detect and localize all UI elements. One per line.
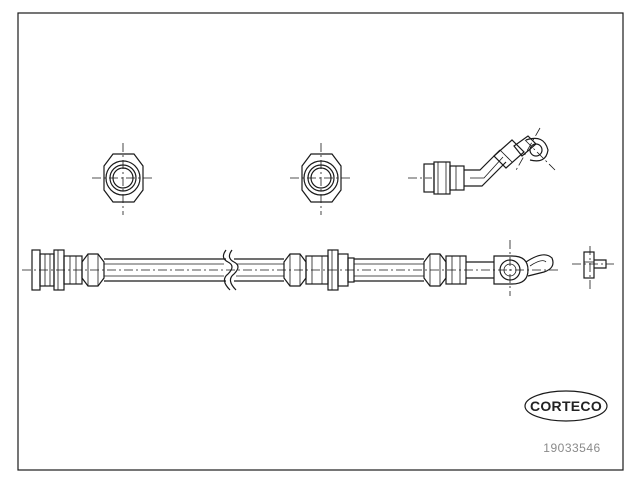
banjo-head: [493, 240, 554, 296]
hose-section-middle: [234, 258, 284, 282]
corteco-logo: CORTECO: [524, 390, 608, 422]
part-number: 19033546: [543, 441, 600, 455]
hose-section-right: [354, 258, 424, 282]
right-end-fitting: [423, 253, 494, 287]
length-break-symbol: [222, 249, 239, 291]
hex-nut-end-view-left: [92, 143, 155, 215]
left-end-fitting: [31, 249, 105, 291]
brake-hose-assembly: [22, 240, 614, 296]
drawing-frame: [17, 12, 624, 471]
retaining-clip-detail: [572, 246, 614, 290]
banjo-fitting-top-view: [408, 127, 556, 195]
middle-bracket-fitting: [283, 249, 355, 291]
hose-section-left: [104, 258, 226, 282]
hex-nut-end-view-middle: [290, 143, 352, 215]
logo-text: CORTECO: [530, 398, 602, 414]
